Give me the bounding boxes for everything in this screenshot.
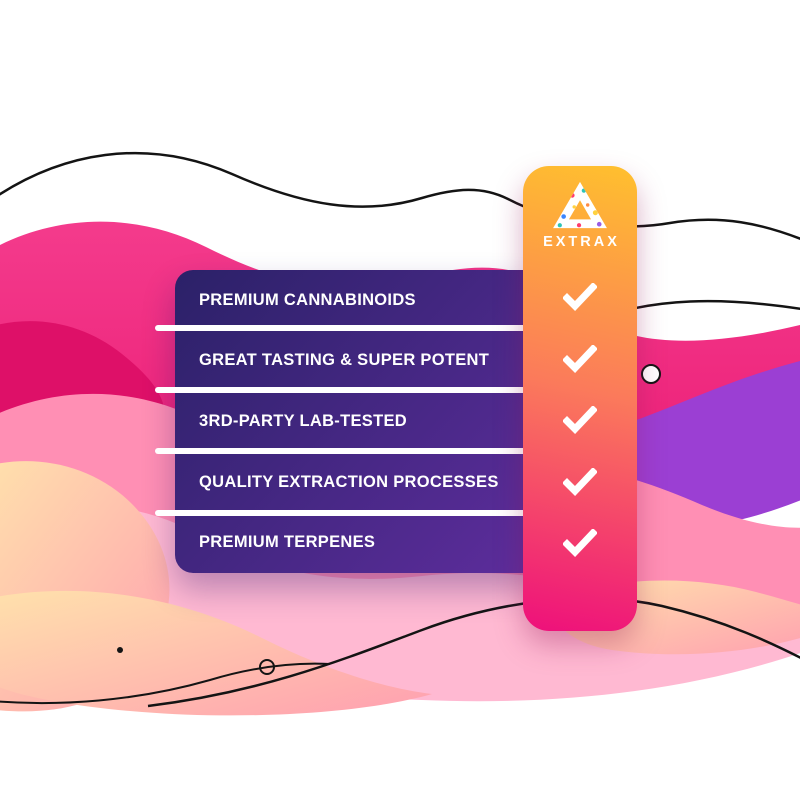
feature-label: 3RD-PARTY LAB-TESTED [199,411,407,430]
bottom-left-outline-curve [0,662,331,705]
decor-circle-right [641,364,661,384]
feature-row: 3RD-PARTY LAB-TESTED [175,391,545,452]
feature-rows: PREMIUM CANNABINOIDS GREAT TASTING & SUP… [175,270,545,573]
extrax-logo: EXTRAX [523,180,637,250]
checkmark-icon [563,345,597,373]
decor-dot [117,647,123,653]
feature-label: PREMIUM TERPENES [199,533,376,552]
peach-blob-center [0,590,432,716]
checkmark-column [523,166,637,631]
feature-label: PREMIUM CANNABINOIDS [199,290,416,309]
row-divider [155,510,547,516]
row-divider [155,325,547,331]
row-divider [155,448,547,454]
bottom-outline-curve [147,597,800,708]
row-divider [155,387,547,393]
feature-row: QUALITY EXTRACTION PROCESSES [175,452,545,513]
checkmark-icon [563,468,597,496]
features-panel: PREMIUM CANNABINOIDS GREAT TASTING & SUP… [155,270,547,573]
feature-row: PREMIUM CANNABINOIDS [175,270,545,331]
feature-row: PREMIUM TERPENES [175,512,545,573]
brand-name: EXTRAX [543,234,620,250]
feature-label: QUALITY EXTRACTION PROCESSES [199,472,499,491]
checkmark-icon [563,283,597,311]
checkmark-icon [563,406,597,434]
triangle-logo-icon [553,181,607,229]
decor-circle-bottom [259,659,275,675]
feature-row: GREAT TASTING & SUPER POTENT [175,331,545,392]
top-outline-curve [0,151,800,241]
feature-label: GREAT TASTING & SUPER POTENT [199,351,490,370]
checkmark-icon [563,529,597,557]
brand-checklist-bar: EXTRAX [523,166,637,631]
